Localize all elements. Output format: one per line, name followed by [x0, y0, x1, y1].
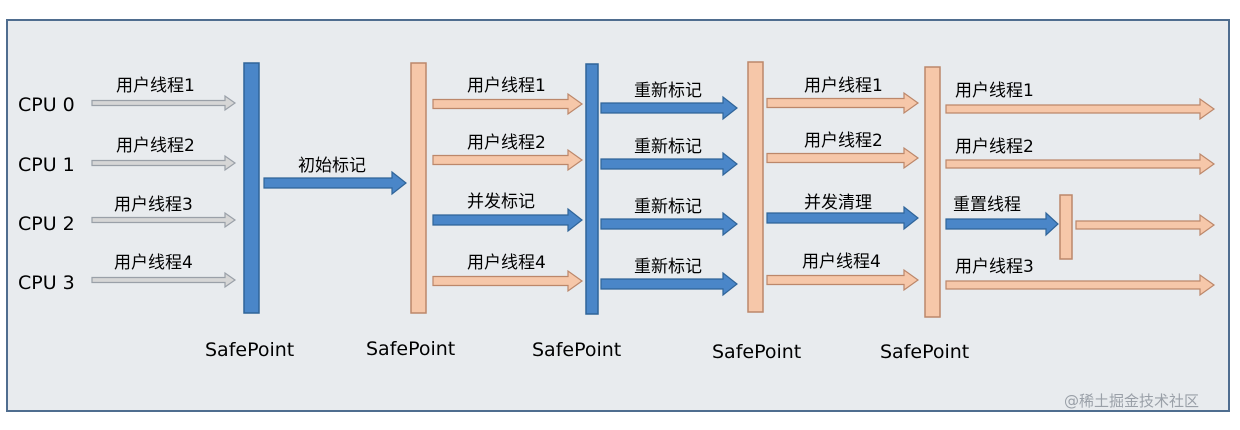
safepoint-bar-4 [747, 61, 764, 313]
cpu1-label: CPU 1 [18, 154, 75, 176]
stage3-arrow-cpu3 [432, 269, 584, 293]
stage6-arrow-cpu1 [945, 152, 1216, 176]
stage1-label-cpu0: 用户线程1 [116, 76, 195, 96]
stage3-arrow-cpu1 [432, 148, 584, 172]
stage1-label-cpu1: 用户线程2 [116, 136, 195, 156]
stage4-label-cpu3: 重新标记 [634, 257, 702, 277]
stage6-label-cpu0: 用户线程1 [955, 81, 1034, 101]
safepoint-bar-2 [410, 62, 427, 314]
stage3-label-cpu2: 并发标记 [467, 192, 535, 212]
stage3-arrow-cpu2 [432, 207, 583, 233]
stage4-arrow-cpu3 [600, 271, 738, 297]
stage6-arrow-after-reset [1075, 213, 1216, 237]
stage4-arrow-cpu2 [600, 211, 738, 237]
safepoint-label-3: SafePoint [532, 339, 621, 361]
initial-mark-arrow [263, 170, 407, 196]
stage4-label-cpu2: 重新标记 [634, 197, 702, 217]
stage4-arrow-cpu0 [600, 95, 738, 121]
watermark: @稀土掘金技术社区 [1064, 392, 1199, 410]
stage5-arrow-cpu2 [766, 205, 919, 231]
stage5-label-cpu3: 用户线程4 [802, 252, 881, 272]
initial-mark-label: 初始标记 [298, 156, 366, 176]
stage3-arrow-cpu0 [432, 92, 584, 116]
stage6-label-cpu1: 用户线程2 [955, 137, 1034, 157]
stage4-arrow-cpu1 [600, 151, 738, 177]
stage6-label-cpu3: 用户线程3 [955, 257, 1034, 277]
stage4-label-cpu1: 重新标记 [634, 137, 702, 157]
stage5-arrow-cpu0 [766, 91, 920, 115]
reset-sync-bar [1059, 194, 1073, 260]
safepoint-label-5: SafePoint [880, 341, 969, 363]
stage1-arrow-cpu3 [91, 271, 237, 289]
safepoint-label-1: SafePoint [205, 339, 294, 361]
stage1-arrow-cpu2 [91, 211, 237, 229]
cpu2-label: CPU 2 [18, 213, 75, 235]
stage1-label-cpu2: 用户线程3 [114, 195, 193, 215]
stage5-label-cpu0: 用户线程1 [804, 76, 883, 96]
diagram-frame [6, 19, 1230, 412]
stage3-label-cpu3: 用户线程4 [467, 253, 546, 273]
safepoint-bar-3 [585, 63, 599, 315]
stage6-arrow-cpu0 [945, 97, 1216, 121]
cpu3-label: CPU 3 [18, 272, 75, 294]
stage1-arrow-cpu0 [91, 94, 237, 112]
stage1-label-cpu3: 用户线程4 [114, 253, 193, 273]
stage5-arrow-cpu3 [766, 268, 920, 292]
stage5-label-cpu1: 用户线程2 [804, 131, 883, 151]
stage6-label-cpu2: 重置线程 [953, 195, 1021, 215]
safepoint-label-4: SafePoint [712, 341, 801, 363]
stage6-arrow-cpu3 [945, 273, 1216, 297]
stage3-label-cpu0: 用户线程1 [467, 76, 546, 96]
stage3-label-cpu1: 用户线程2 [467, 133, 546, 153]
safepoint-bar-1 [243, 62, 260, 314]
stage6-arrow-reset [945, 211, 1059, 237]
stage5-label-cpu2: 并发清理 [804, 193, 872, 213]
stage4-label-cpu0: 重新标记 [634, 81, 702, 101]
safepoint-bar-5 [924, 66, 941, 318]
safepoint-label-2: SafePoint [366, 338, 455, 360]
stage1-arrow-cpu1 [91, 154, 237, 172]
stage5-arrow-cpu1 [766, 146, 920, 170]
cpu0-label: CPU 0 [18, 94, 75, 116]
